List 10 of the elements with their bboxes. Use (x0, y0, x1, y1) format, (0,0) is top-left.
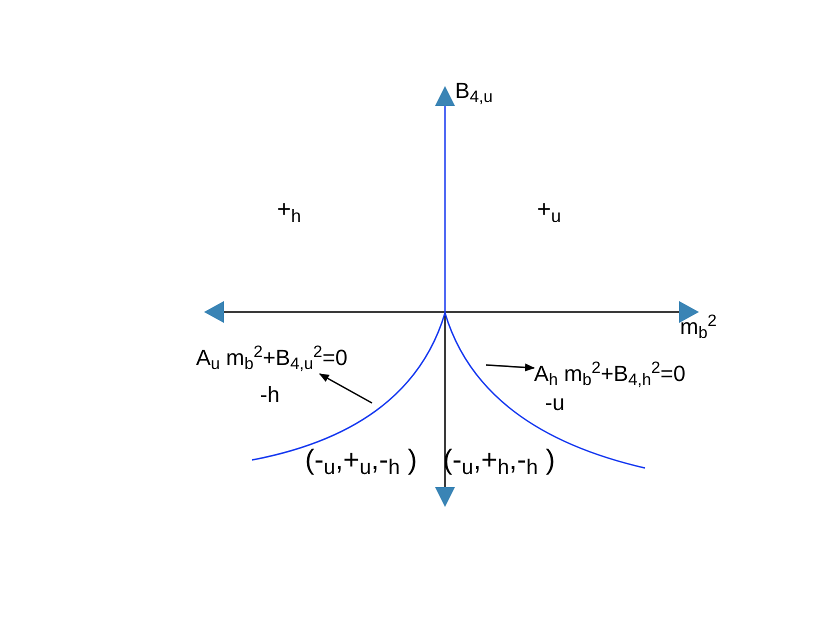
leader-arrow (486, 363, 535, 372)
region-label: -h (260, 384, 280, 406)
region-label: +$_{u}$ (537, 198, 562, 222)
axis-label: B$_{4,u}$ (455, 80, 493, 102)
leader-arrow (318, 373, 372, 404)
region-label: -u (545, 392, 565, 414)
tuple-label: (-$_{u}$,+$_{u}$,-$_{h}$ ) (305, 446, 418, 474)
equation-label: A$_{h}$ m$_{b}$$^{2}$+B$_{4,h}$$^{2}$=0 (534, 363, 686, 385)
equation-label: A$_{u}$ m$_{b}$$^{2}$+B$_{4,u}$$^{2}$=0 (196, 347, 348, 369)
region-label: +$_{h}$ (277, 198, 302, 222)
